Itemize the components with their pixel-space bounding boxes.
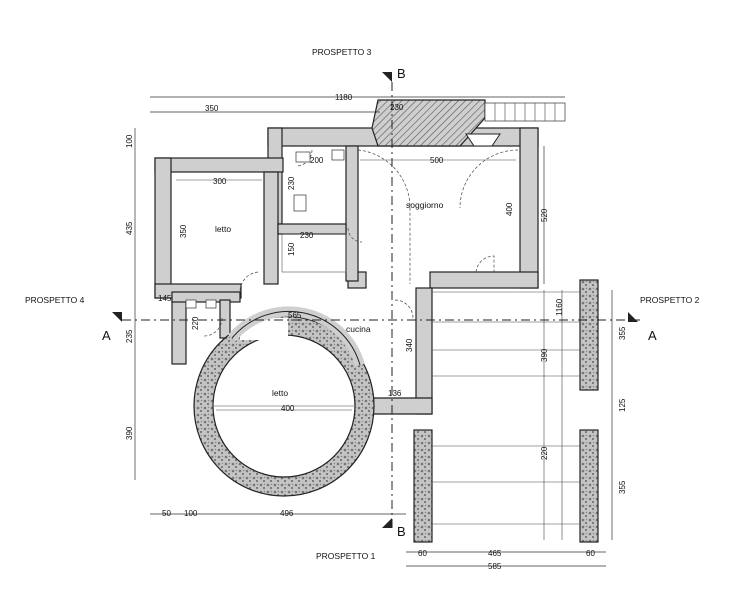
section-a-right-label: A xyxy=(648,328,657,343)
stairs xyxy=(484,102,566,122)
pergola xyxy=(413,279,599,543)
east-wall xyxy=(519,127,539,289)
room-cucina: cucina xyxy=(346,324,371,334)
dim-bottom-60a: 60 xyxy=(418,549,427,558)
dim-left-100: 100 xyxy=(125,134,134,148)
dim-far-355b: 355 xyxy=(618,480,627,494)
dim-letto-width: 300 xyxy=(213,177,227,186)
room-soggiorno: soggiorno xyxy=(406,200,444,210)
arrow-a-right-icon xyxy=(628,312,638,322)
dim-corridor: 565 xyxy=(288,311,302,320)
dim-left-390: 390 xyxy=(125,426,134,440)
dim-bottom-50: 50 xyxy=(162,509,171,518)
toilet-icon xyxy=(293,194,307,212)
dim-far-125: 125 xyxy=(618,398,627,412)
dim-bath-height: 230 xyxy=(287,176,296,190)
round-room xyxy=(193,306,375,497)
dim-top-total: 1180 xyxy=(335,93,353,102)
arrow-b-top-icon xyxy=(382,72,392,82)
dim-letto-height: 350 xyxy=(179,224,188,238)
labels: PROSPETTO 3 PROSPETTO 2 PROSPETTO 4 PROS… xyxy=(25,47,700,571)
dim-step: 136 xyxy=(388,389,402,398)
section-a-left-label: A xyxy=(102,328,111,343)
dim-hall-height: 150 xyxy=(287,242,296,256)
dim-bottom-496: 496 xyxy=(280,509,294,518)
letto-north-wall xyxy=(154,157,284,173)
sink-icon xyxy=(295,151,311,163)
prospetto-4-label: PROSPETTO 4 xyxy=(25,295,85,305)
dim-bottom-465: 465 xyxy=(488,549,502,558)
cucina-east-wall xyxy=(415,287,433,415)
pillar-right-lower xyxy=(579,429,599,543)
soggiorno-south-wall xyxy=(429,271,539,289)
dim-bottom-60b: 60 xyxy=(586,549,595,558)
prospetto-1-label: PROSPETTO 1 xyxy=(316,551,376,561)
dim-pergola-390: 390 xyxy=(540,348,549,362)
wc-east-wall xyxy=(219,299,231,339)
dim-top-left: 350 xyxy=(205,104,219,113)
walls xyxy=(154,99,566,415)
arrow-b-bottom-icon xyxy=(382,518,392,528)
dim-bottom-585: 585 xyxy=(488,562,502,571)
bath-partition xyxy=(345,145,359,282)
letto-west-wall xyxy=(154,157,172,299)
room-letto-round: letto xyxy=(272,388,288,398)
wc-basin-icon xyxy=(205,299,217,309)
dim-bath-width: 200 xyxy=(310,156,324,165)
dim-right-520: 520 xyxy=(540,208,549,222)
dim-pergola-220: 220 xyxy=(540,446,549,460)
chimney-block xyxy=(371,99,486,147)
prospetto-3-label: PROSPETTO 3 xyxy=(312,47,372,57)
dim-wc-width: 145 xyxy=(158,294,172,303)
dim-hall-width: 230 xyxy=(300,231,314,240)
room-letto-top: letto xyxy=(215,224,231,234)
fixtures xyxy=(185,149,345,309)
letto-east-wall xyxy=(263,171,279,285)
section-b-top-label: B xyxy=(397,66,406,81)
arrow-a-left-icon xyxy=(112,312,122,322)
pillar-right-upper xyxy=(579,279,599,391)
section-lines xyxy=(112,72,640,530)
dim-soggiorno-width: 500 xyxy=(430,156,444,165)
dim-round: 400 xyxy=(281,404,295,413)
dim-pergola-1160: 1160 xyxy=(555,298,564,316)
wc-fixture-icon xyxy=(185,299,197,309)
dim-soggiorno-height: 400 xyxy=(505,202,514,216)
dim-bottom-100: 100 xyxy=(184,509,198,518)
dim-left-235: 235 xyxy=(125,329,134,343)
pillar-left-lower xyxy=(413,429,433,543)
basin-icon xyxy=(331,149,345,161)
fireplace xyxy=(465,133,501,147)
lower-west-wall xyxy=(171,297,187,365)
hall xyxy=(281,233,347,273)
doors xyxy=(203,149,519,337)
dimension-lines xyxy=(134,96,613,567)
section-b-bottom-label: B xyxy=(397,524,406,539)
dim-top-right: 230 xyxy=(390,103,404,112)
prospetto-2-label: PROSPETTO 2 xyxy=(640,295,700,305)
dim-left-435: 435 xyxy=(125,221,134,235)
dim-cucina-340: 340 xyxy=(405,338,414,352)
dim-small-220: 220 xyxy=(191,316,200,330)
dim-far-355a: 355 xyxy=(618,326,627,340)
